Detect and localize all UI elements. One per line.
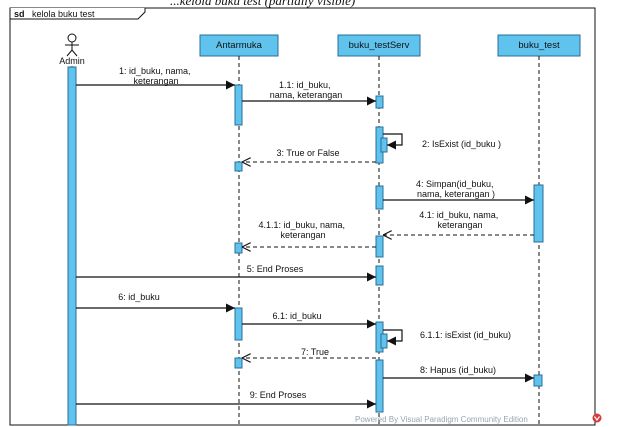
activation-antarmuka-2 (234, 161, 243, 172)
message-4-1-1-label: 4.1.1: id_buku, nama, keterangan (258, 220, 347, 240)
activation-buku-test-2 (533, 374, 543, 387)
activation-admin (67, 66, 77, 426)
actor-label: Admin (59, 56, 85, 66)
message-5-label: 5: End Proses (247, 264, 304, 274)
message-4-1-label: 4.1: id_buku, nama, keterangan (419, 210, 501, 230)
message-7-label: 7: True (301, 347, 329, 357)
message-8-label: 8: Hapus (id_buku) (420, 365, 496, 375)
activation-antarmuka-1 (234, 84, 243, 126)
activation-antarmuka-3 (234, 242, 243, 254)
actor-head-icon (67, 33, 77, 43)
visual-paradigm-logo-icon (592, 413, 602, 423)
message-1-1-label: 1.1: id_buku, nama, keterangan (270, 80, 343, 100)
message-2-arrow (383, 133, 403, 150)
activation-serv-4 (375, 235, 384, 258)
activation-serv-3 (375, 185, 384, 210)
message-1-label: 1: id_buku, nama, keterangan (119, 66, 193, 86)
activation-serv-2-self (380, 137, 388, 153)
watermark-text: Powered By Visual Paradigm Community Edi… (355, 415, 528, 424)
figure-caption: ...kelola buku test (partially visible) (170, 0, 355, 8)
message-6-1-1-arrow (383, 329, 403, 346)
activation-antarmuka-4 (234, 307, 243, 341)
frame-keyword: sd (14, 9, 25, 19)
activation-serv-6-self (380, 333, 388, 349)
message-4-label: 4: Simpan(id_buku, nama, keterangan ) (416, 179, 496, 199)
message-2-label: 2: IsExist (id_buku ) (422, 139, 501, 149)
message-9-label: 9: End Proses (250, 390, 307, 400)
frame-label-tab (9, 8, 146, 20)
lifeline-buku-test: buku_test (497, 34, 581, 57)
interaction-frame (9, 7, 596, 426)
activation-buku-test-1 (533, 184, 544, 243)
lifeline-label-antarmuka: Antarmuka (216, 40, 263, 51)
message-3-label: 3: True or False (276, 148, 339, 158)
frame-name: kelola buku test (32, 9, 95, 19)
message-6-1-1-label: 6.1.1: isExist (id_buku) (420, 330, 511, 340)
activation-antarmuka-5 (234, 357, 243, 369)
frame-label: sd kelola buku test (14, 4, 95, 21)
actor-admin: Admin (59, 33, 85, 66)
lifeline-antarmuka: Antarmuka (199, 34, 279, 57)
message-6-label: 6: id_buku (118, 292, 160, 302)
lifeline-label-buku-test: buku_test (518, 40, 560, 51)
activation-serv-5 (375, 265, 384, 286)
activation-serv-1 (375, 95, 384, 109)
message-6-1-label: 6.1: id_buku (272, 311, 321, 321)
activation-serv-7 (375, 359, 384, 413)
lifeline-buku-testserv: buku_testServ (337, 34, 421, 57)
lifeline-label-buku-testserv: buku_testServ (349, 40, 410, 51)
